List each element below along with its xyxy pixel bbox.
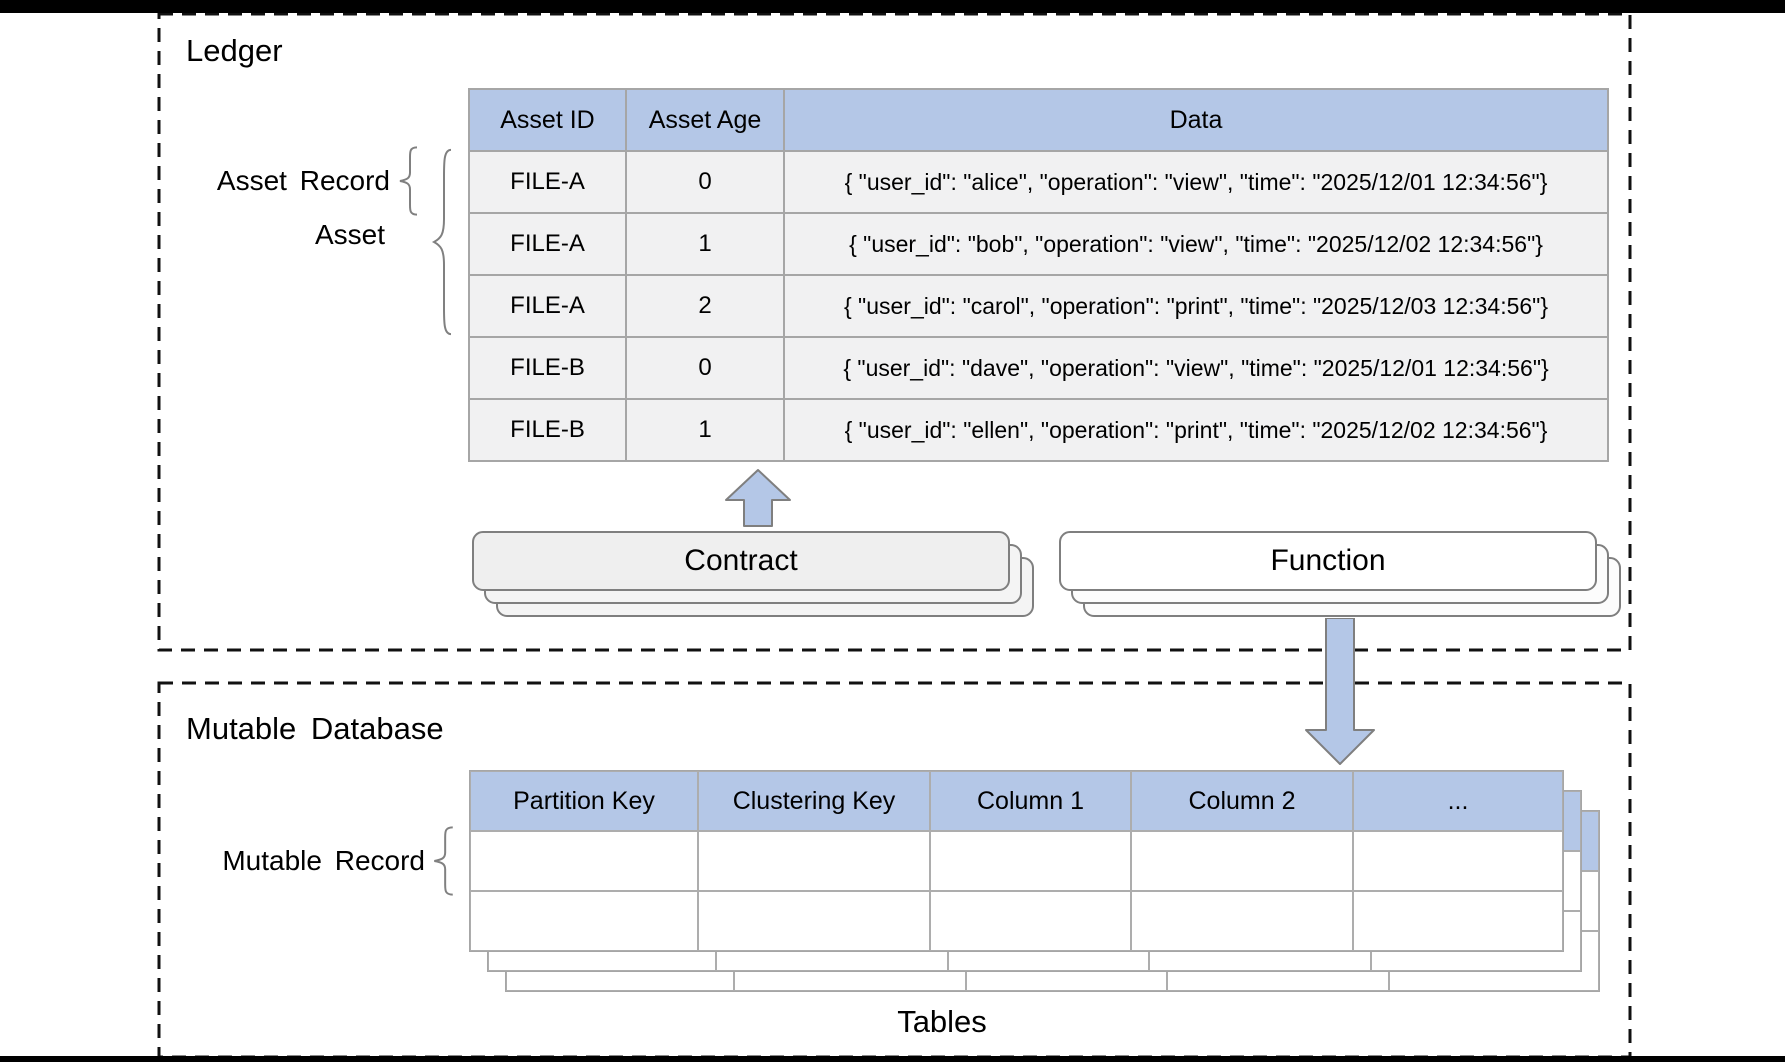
asset-record-label: Asset Record (216, 165, 390, 196)
mutable-record-label: Mutable Record (222, 845, 425, 876)
asset-label: Asset (314, 219, 385, 250)
table-cell: FILE-B (469, 337, 626, 399)
table-cell (1353, 831, 1563, 891)
mutable-record-brace (430, 826, 456, 896)
table-cell (1131, 831, 1353, 891)
table-cell: 1 (626, 399, 784, 461)
contract-box: Contract (472, 531, 1010, 591)
table-cell: { "user_id": "ellen", "operation": "prin… (784, 399, 1608, 461)
function-to-table-arrow-icon (1305, 618, 1375, 765)
table-cell: { "user_id": "dave", "operation": "view"… (784, 337, 1608, 399)
header-cell: Column 1 (930, 771, 1131, 831)
table-cell (698, 831, 930, 891)
header-cell: Asset Age (626, 89, 784, 151)
table-cell (698, 891, 930, 951)
header-cell: Partition Key (470, 771, 698, 831)
header-cell: Asset ID (469, 89, 626, 151)
table-cell: 0 (626, 151, 784, 213)
table-cell: 0 (626, 337, 784, 399)
table-cell: { "user_id": "bob", "operation": "view",… (784, 213, 1608, 275)
asset-record-brace (396, 146, 420, 216)
table-cell: { "user_id": "carol", "operation": "prin… (784, 275, 1608, 337)
bottom-black-bar (0, 1056, 1785, 1062)
tables-caption: Tables (897, 1004, 987, 1039)
table-cell: 2 (626, 275, 784, 337)
header-cell: Data (784, 89, 1608, 151)
table-cell: FILE-B (469, 399, 626, 461)
ledger-section-title: Ledger (186, 33, 283, 68)
table-cell (930, 891, 1131, 951)
table-cell: FILE-A (469, 275, 626, 337)
function-box-label: Function (1270, 544, 1386, 577)
table-cell (1131, 891, 1353, 951)
ledger-section-border (157, 12, 1632, 652)
header-cell: Clustering Key (698, 771, 930, 831)
table-cell (1353, 891, 1563, 951)
mutable-database-section-title: Mutable Database (186, 711, 444, 746)
table-cell: FILE-A (469, 213, 626, 275)
header-cell: Column 2 (1131, 771, 1353, 831)
table-cell: 1 (626, 213, 784, 275)
table-cell (470, 891, 698, 951)
asset-brace (430, 146, 454, 338)
table-cell: { "user_id": "alice", "operation": "view… (784, 151, 1608, 213)
function-box: Function (1059, 531, 1597, 591)
table-cell (470, 831, 698, 891)
table-cell (930, 831, 1131, 891)
contract-box-label: Contract (684, 544, 798, 577)
contract-to-ledger-arrow-icon (725, 469, 791, 527)
header-cell: ... (1353, 771, 1563, 831)
top-black-bar (0, 0, 1785, 13)
table-cell: FILE-A (469, 151, 626, 213)
